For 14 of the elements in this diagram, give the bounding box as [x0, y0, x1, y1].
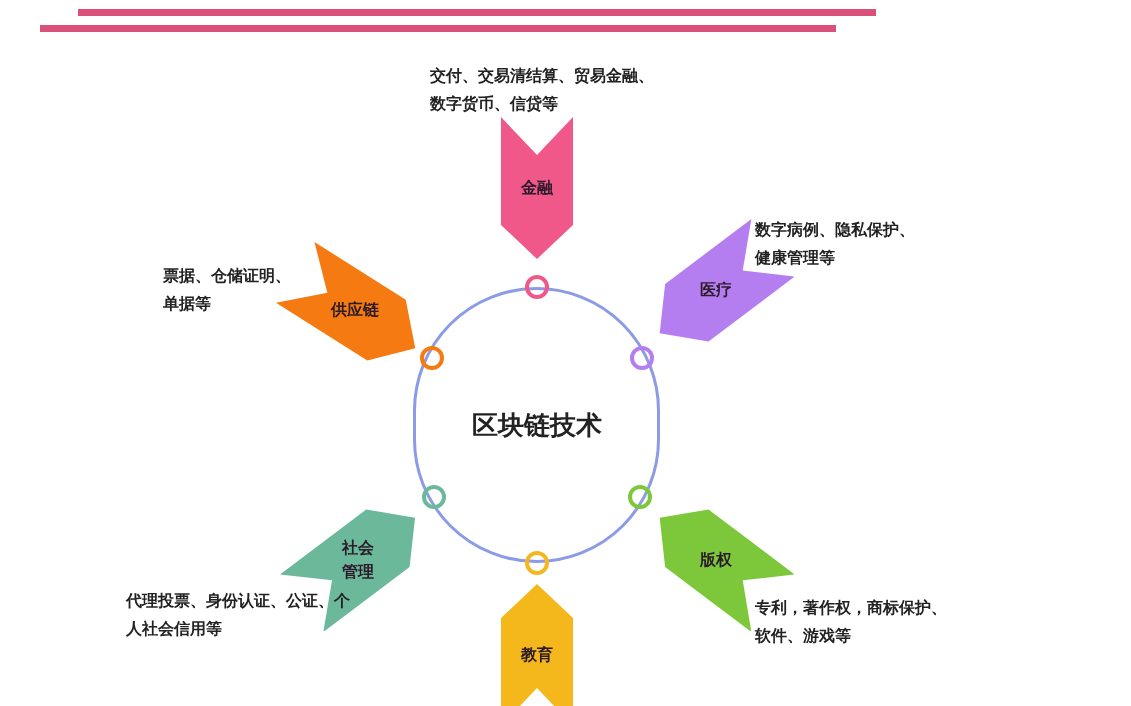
chevron-arrow: [501, 584, 573, 706]
chevron-arrow: [501, 117, 573, 259]
description-text: 代理投票、身份认证、公证、个人社会信用等: [126, 590, 351, 640]
category-label: 医疗: [700, 279, 732, 301]
description-text: 票据、仓储证明、单据等: [163, 265, 292, 315]
center-title: 区块链技术: [471, 408, 602, 442]
category-label: 社会管理: [341, 537, 375, 583]
category-label: 版权: [700, 549, 732, 571]
category-label: 金融: [521, 177, 553, 199]
description-text: 交付、交易清结算、贸易金融、数字货币、信贷等: [430, 65, 655, 115]
description-text: 专利，著作权，商标保护、软件、游戏等: [755, 597, 948, 647]
description-text: 数字病例、隐私保护、健康管理等: [755, 219, 916, 269]
category-label: 供应链: [331, 299, 379, 321]
category-label: 教育: [521, 644, 553, 666]
